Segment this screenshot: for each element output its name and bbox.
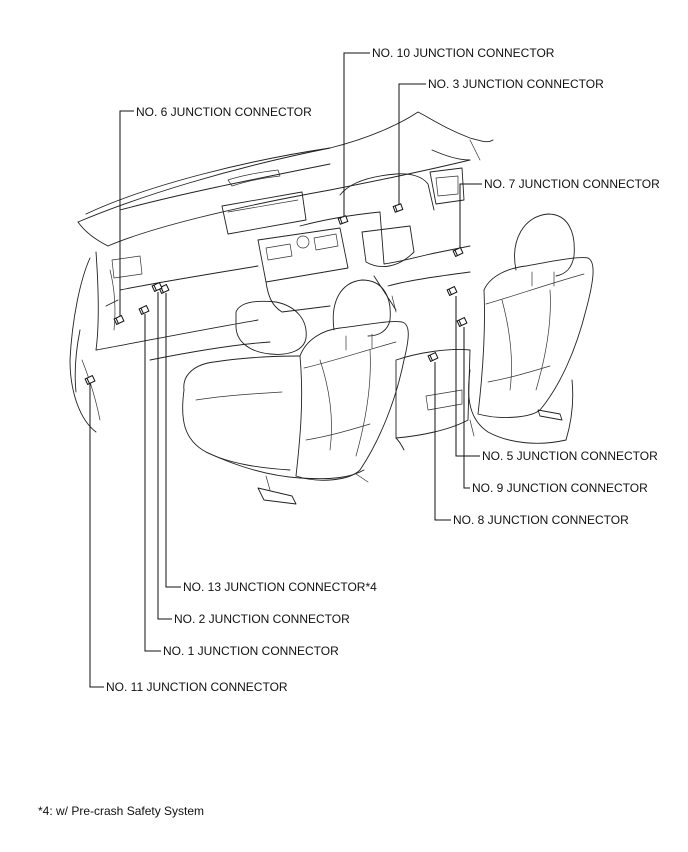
leader-no13 [165, 293, 181, 588]
dashboard-outline [77, 111, 494, 247]
connector-no9-marker [456, 316, 468, 328]
connector-no2-marker [151, 281, 163, 293]
label-no6: NO. 6 JUNCTION CONNECTOR [136, 105, 312, 119]
label-no1: NO. 1 JUNCTION CONNECTOR [163, 644, 339, 658]
connector-no7-marker [452, 246, 464, 258]
footnote: *4: w/ Pre-crash Safety System [38, 804, 205, 818]
label-no9: NO. 9 JUNCTION CONNECTOR [472, 481, 648, 495]
label-no11: NO. 11 JUNCTION CONNECTOR [106, 680, 288, 694]
connector-no8-marker [427, 351, 439, 363]
label-no7: NO. 7 JUNCTION CONNECTOR [484, 177, 660, 191]
center-console-outline [221, 167, 465, 313]
label-no3: NO. 3 JUNCTION CONNECTOR [428, 77, 604, 91]
passenger-dash-outline [373, 245, 471, 313]
leader-no8 [434, 362, 451, 521]
connector-no6-marker [113, 314, 125, 326]
leader-no7 [459, 183, 482, 248]
leader-no9 [463, 327, 470, 489]
connector-no1-marker [138, 304, 150, 316]
label-no8: NO. 8 JUNCTION CONNECTOR [453, 513, 629, 527]
connector-no5-marker [446, 285, 458, 297]
leader-no11 [89, 384, 104, 688]
connector-no11-marker [84, 374, 96, 386]
label-no5: NO. 5 JUNCTION CONNECTOR [482, 449, 658, 463]
center-armrest-outline [395, 349, 471, 451]
label-no13: NO. 13 JUNCTION CONNECTOR*4 [183, 580, 377, 594]
front-right-seat-outline [468, 213, 594, 444]
leader-lines [89, 52, 482, 688]
lower-dash-outline [69, 251, 271, 433]
connector-labels: NO. 10 JUNCTION CONNECTOR NO. 3 JUNCTION… [106, 46, 660, 694]
connector-symbols [84, 203, 468, 386]
leader-no2 [157, 292, 172, 620]
connector-no3-marker [392, 203, 404, 213]
leader-no6 [119, 110, 134, 316]
vehicle-interior-illustration [69, 111, 594, 505]
label-no10: NO. 10 JUNCTION CONNECTOR [372, 46, 555, 60]
connector-no10-marker [337, 215, 349, 225]
leader-no5 [455, 296, 480, 457]
front-left-seat-outline [182, 279, 409, 505]
leader-no1 [144, 314, 161, 652]
label-no2: NO. 2 JUNCTION CONNECTOR [174, 612, 350, 626]
leader-no3 [398, 83, 426, 204]
leader-no10 [343, 52, 370, 216]
